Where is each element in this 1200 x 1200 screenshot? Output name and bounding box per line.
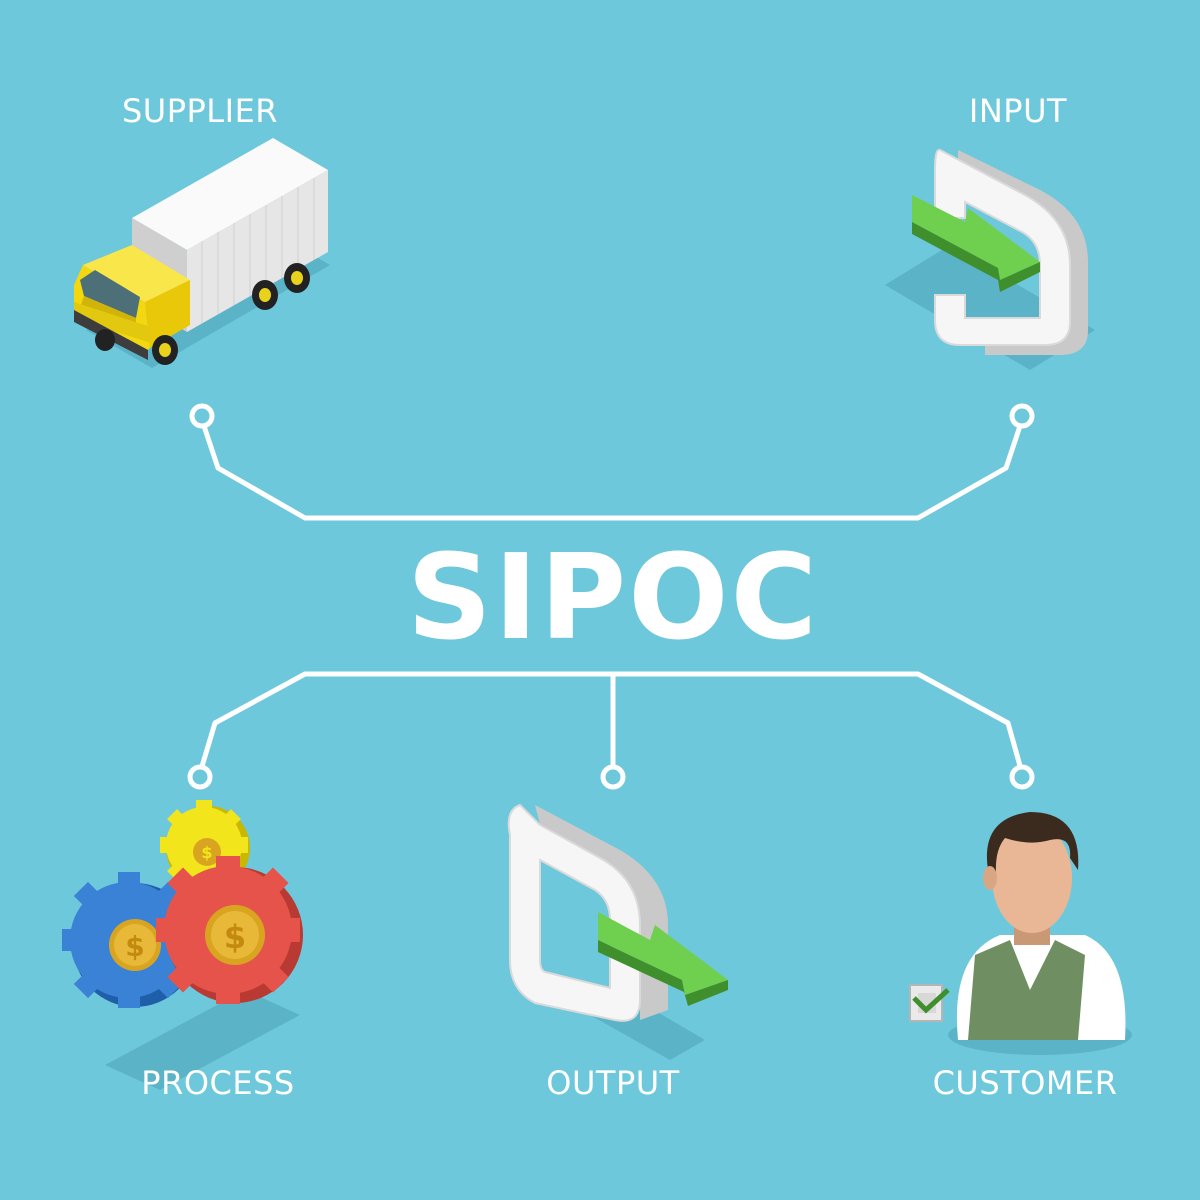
label-process: PROCESS — [141, 1064, 295, 1102]
label-supplier: SUPPLIER — [121, 92, 279, 130]
truck-icon — [74, 138, 330, 368]
customer-icon — [909, 812, 1132, 1055]
connector-nodes — [187, 403, 1035, 790]
label-output: OUTPUT — [546, 1064, 680, 1102]
gears-icon: $ $ — [62, 800, 303, 1090]
input-arrow-icon — [885, 148, 1095, 370]
connector-top — [199, 419, 1025, 521]
node-dot-output — [600, 764, 626, 790]
output-arrow-icon — [507, 803, 728, 1060]
svg-text:$: $ — [201, 843, 212, 862]
connector-bottom — [197, 671, 1025, 774]
node-dot-process — [187, 764, 213, 790]
label-input: INPUT — [968, 92, 1068, 130]
svg-text:$: $ — [224, 918, 246, 956]
node-dot-customer — [1009, 764, 1035, 790]
svg-text:$: $ — [125, 930, 144, 963]
checkbox-icon — [909, 984, 950, 1022]
node-dot-supplier — [189, 403, 215, 429]
label-customer: CUSTOMER — [932, 1064, 1118, 1102]
page-title: SIPOC — [406, 528, 820, 666]
node-dot-input — [1009, 403, 1035, 429]
